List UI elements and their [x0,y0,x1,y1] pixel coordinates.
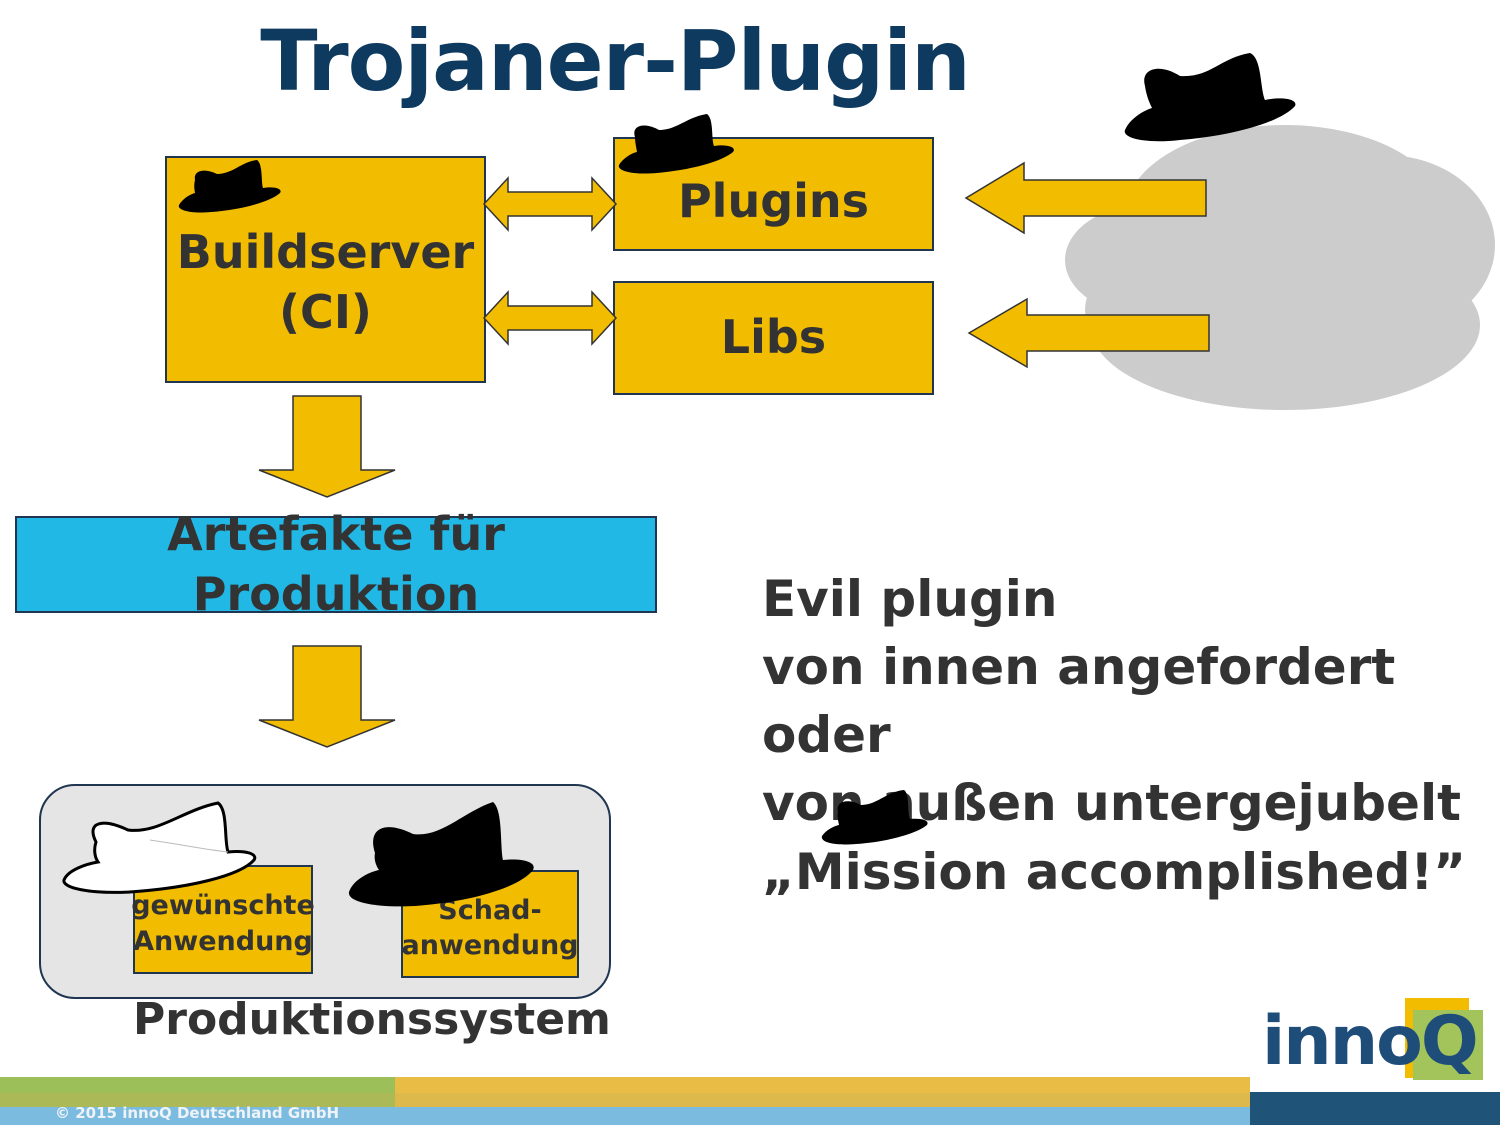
footer-bar-gold [395,1077,1250,1107]
libs-box: Libs [613,281,934,395]
hat-icon [178,160,281,213]
text-line-1: Evil plugin [762,570,1058,628]
down-arrow-icon [258,645,396,748]
innoq-logo: innoQ [1262,1002,1479,1081]
logo-q-shadow [1413,1010,1483,1080]
produktionssystem-label: Produktionssystem [133,994,611,1045]
hat-icon [821,790,928,845]
down-arrow-icon [258,395,396,498]
plugins-label: Plugins [677,174,870,229]
cloud-icon [1065,125,1495,410]
left-arrow-icon [964,161,1207,235]
white-hat-icon [62,801,257,894]
footer-bar-shade [0,1093,1250,1107]
footer-bar-blue [0,1107,1250,1125]
double-arrow-icon [482,290,618,346]
logo-text: inno [1262,1002,1423,1081]
libs-label: Libs [720,310,827,365]
footer-bar-dark [1250,1092,1500,1125]
hat-icon [1124,53,1296,142]
left-arrow-icon [967,297,1210,369]
artefakte-box: Artefakte für Produktion [15,507,657,621]
hat-icon [618,114,734,174]
copyright-text: © 2015 innoQ Deutschland GmbH [55,1104,340,1122]
double-arrow-icon [482,176,618,232]
logo-q: Q [1420,1002,1479,1081]
text-line-2: von innen angefordert oder [762,638,1396,764]
gewuenschte-anwendung-label: gewünschte Anwendung [131,890,315,957]
mission-text: „Mission accomplished!” [762,843,1467,901]
hat-icon [348,802,534,907]
slide-title: Trojaner-Plugin [260,12,971,110]
footer-bar-green [0,1077,395,1107]
buildserver-label: Buildserver (CI) [176,224,475,339]
artefakte-label: Artefakte für Produktion [167,506,505,621]
